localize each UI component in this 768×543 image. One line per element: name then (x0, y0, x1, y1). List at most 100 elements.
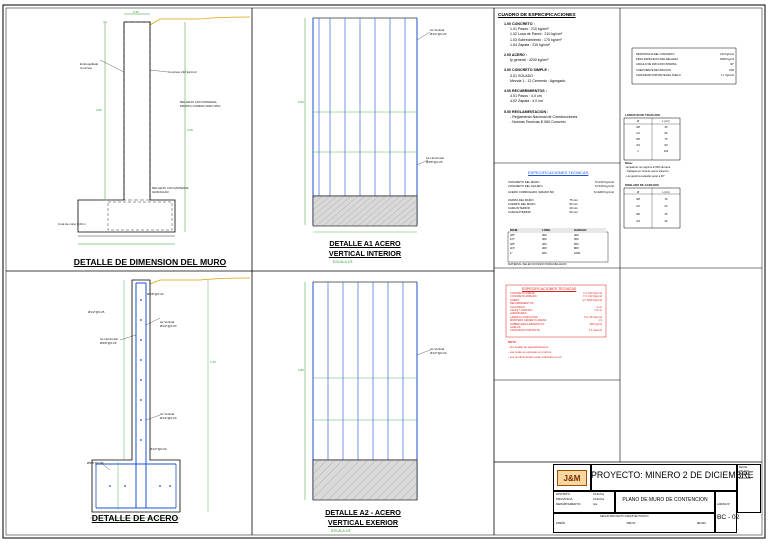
cell: 1800 Kg/m3 (720, 58, 734, 62)
cell: 1/2 (636, 205, 640, 209)
tb-left-values: Chincha Chincha Ica (593, 492, 604, 507)
table-row: 1/2 20 (624, 203, 680, 210)
label-acero-2: Ø1/2"@0.25 (88, 310, 105, 314)
cell: CARA INTERIOR (508, 206, 530, 210)
specs-acero-row: fy general : 4200 kg/cm² (510, 58, 549, 63)
header-cell: Ø (636, 120, 640, 123)
title-a1-line2: VERTICAL INTERIOR (328, 249, 402, 258)
cell: 60 (664, 131, 668, 135)
tb-sub-label: REVISO (696, 522, 706, 525)
tb-meta-box (737, 464, 761, 513)
title-a2-line2: VERTICAL EXERIOR (327, 518, 399, 527)
tecnicas-box (505, 284, 607, 338)
tb-label: PROVINCIA (556, 497, 573, 501)
cell: 3/4 (636, 219, 640, 223)
dim-e: 1.20 (210, 360, 216, 364)
table1-notes: Notas: - Empalmes no mayores al 50% del … (625, 162, 670, 179)
cell: ALBAÑILERIA (510, 312, 527, 316)
note-item: - Empalmes no mayores al 50% del area (625, 166, 671, 170)
cell: 75 mm (569, 198, 578, 202)
header-cell: L (cm) (662, 191, 670, 194)
tecnicas-notes: NOTA: - Ver detalle de especificaciones … (508, 340, 562, 360)
label-acero-4: As Horizontal Ø3/8"@0.25 (100, 337, 118, 345)
header-cell: DIAM. (510, 228, 518, 232)
tb-project-box (591, 464, 737, 491)
specs-recub-row: 4.01 Pasos : 4.0 cm (510, 94, 542, 99)
tb-value: Chincha (593, 492, 605, 496)
specs-title: CUADRO DE ESPECIFICACIONES (498, 13, 576, 18)
cell: fy=4200 Kg/cm2 (593, 190, 614, 194)
cell: ZAPATA DEL MURO (508, 198, 534, 202)
label-relleno-propio: RELLENO CON MATERIAL PROPIO COMPACTADO 9… (180, 100, 221, 108)
title-dimension: DETALLE DE DIMENSION DEL MURO (73, 257, 227, 267)
cell: 300 (542, 237, 547, 242)
cell: 3/4" (510, 246, 515, 251)
cell: 50 mm (569, 210, 578, 214)
specs-proyecto-footnote: MATERIAL SELECCIONADO PARA RELLENO (508, 262, 567, 266)
label-emboquillado: Emboquillado Concreto (80, 62, 99, 70)
cell: PESO ESPECIFICO DEL RELLENO (636, 58, 679, 62)
cell: 1.1 Kg/cm2 (588, 329, 602, 333)
tb-info-box (553, 491, 615, 513)
specs-concreto-row: 1.02 Losa de Pared : 210 kg/cm² (510, 32, 563, 37)
table-row: ZAPATA DEL MURO 75 mm (508, 198, 578, 202)
cell: ACERO CORRUGADO (GRADO 60) (508, 190, 554, 194)
plan-title: PLANO DE MURO DE CONTENCION (622, 497, 708, 503)
label-a2: As Vertical Ø1/2"@0.20 (430, 347, 447, 355)
logo: J&M (557, 470, 587, 486)
scale-note-a1: ESCALA 1/5 (333, 260, 353, 264)
fecha-value: DIC 2021 (739, 469, 750, 473)
project-title: PROYECTO: MINERO 2 DE DICIEMBRE (591, 470, 754, 480)
table-row: CARA EXTERIOR 50 mm (508, 210, 578, 214)
cell: 45 (664, 125, 668, 129)
tb-logo-box (553, 464, 591, 491)
cell: 500 (574, 237, 579, 242)
cell: 20 (664, 205, 668, 209)
cell: CONCRETO DEL SOLADO (508, 184, 543, 188)
tb-footer-box (553, 513, 715, 533)
cell: 1/2" (510, 237, 515, 242)
cell: 600 (574, 241, 579, 246)
a1-hatch (312, 195, 418, 227)
specs-regl-row: - Reglamento Nacional de Construcciones (510, 114, 578, 119)
title-a2-line1: DETALLE A2 - ACERO (325, 508, 401, 517)
cell: 30 (664, 219, 668, 223)
cell: 30° (730, 63, 734, 67)
table-row: 3/4 90 (624, 143, 680, 149)
wall-dimension-drawing (77, 13, 251, 245)
label-cota: Cota de corte 0.00 m (58, 222, 87, 226)
cell: CARA EXTERIOR (508, 210, 531, 214)
cell: VIGAS Y ZAPATAS (510, 309, 533, 313)
dim-d: 0.60 (298, 100, 304, 104)
cell: 3/8" (510, 232, 515, 237)
table-row: 3/4 30 (624, 218, 680, 225)
cell: 1:4 (598, 319, 602, 323)
a1-rebar-drawing (304, 17, 431, 233)
cell: 90 (664, 143, 668, 147)
tb-sub-label: DIBUJO (626, 522, 636, 525)
cell: 1 (637, 149, 639, 153)
dim-b: 3.00 (187, 128, 193, 132)
notes-title: NOTA: (508, 340, 517, 344)
specs-body: 1.00 CONCRETO : 1.01 Pasos : 210 kg/cm² … (504, 22, 577, 125)
cell: 400 (574, 232, 579, 237)
dim-f: 2.80 (298, 368, 304, 372)
a2-rebar-drawing (304, 281, 431, 501)
cell: ACERO (510, 298, 520, 302)
cell: 15 (664, 198, 668, 202)
cell: 3/4 (636, 143, 640, 147)
list-item: ALBAÑILERIA (510, 312, 602, 315)
